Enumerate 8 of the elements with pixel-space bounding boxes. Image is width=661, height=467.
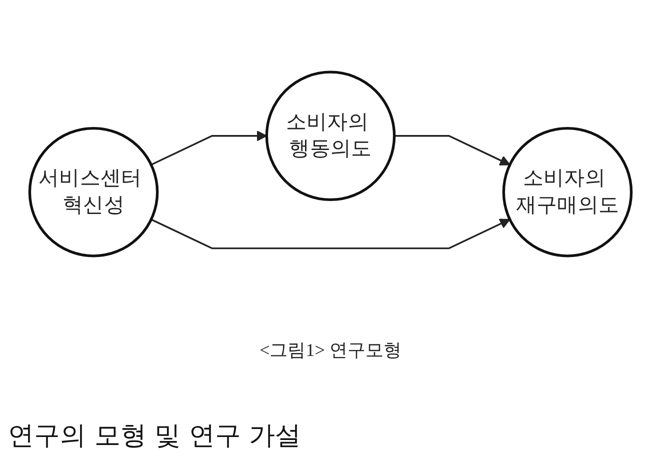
arrow [150,130,268,166]
section-heading: 연구의 모형 및 연구 가설 [8,420,302,453]
node-circle: 소비자의 행동의도 [265,70,396,202]
figure-caption: <그림1> 연구모형 [258,339,402,362]
arrow [394,135,510,166]
node-circle: 소비자의 재구매의도 [502,126,633,258]
arrow [150,218,510,250]
node-circle: 서비스센터 혁신성 [28,126,159,258]
